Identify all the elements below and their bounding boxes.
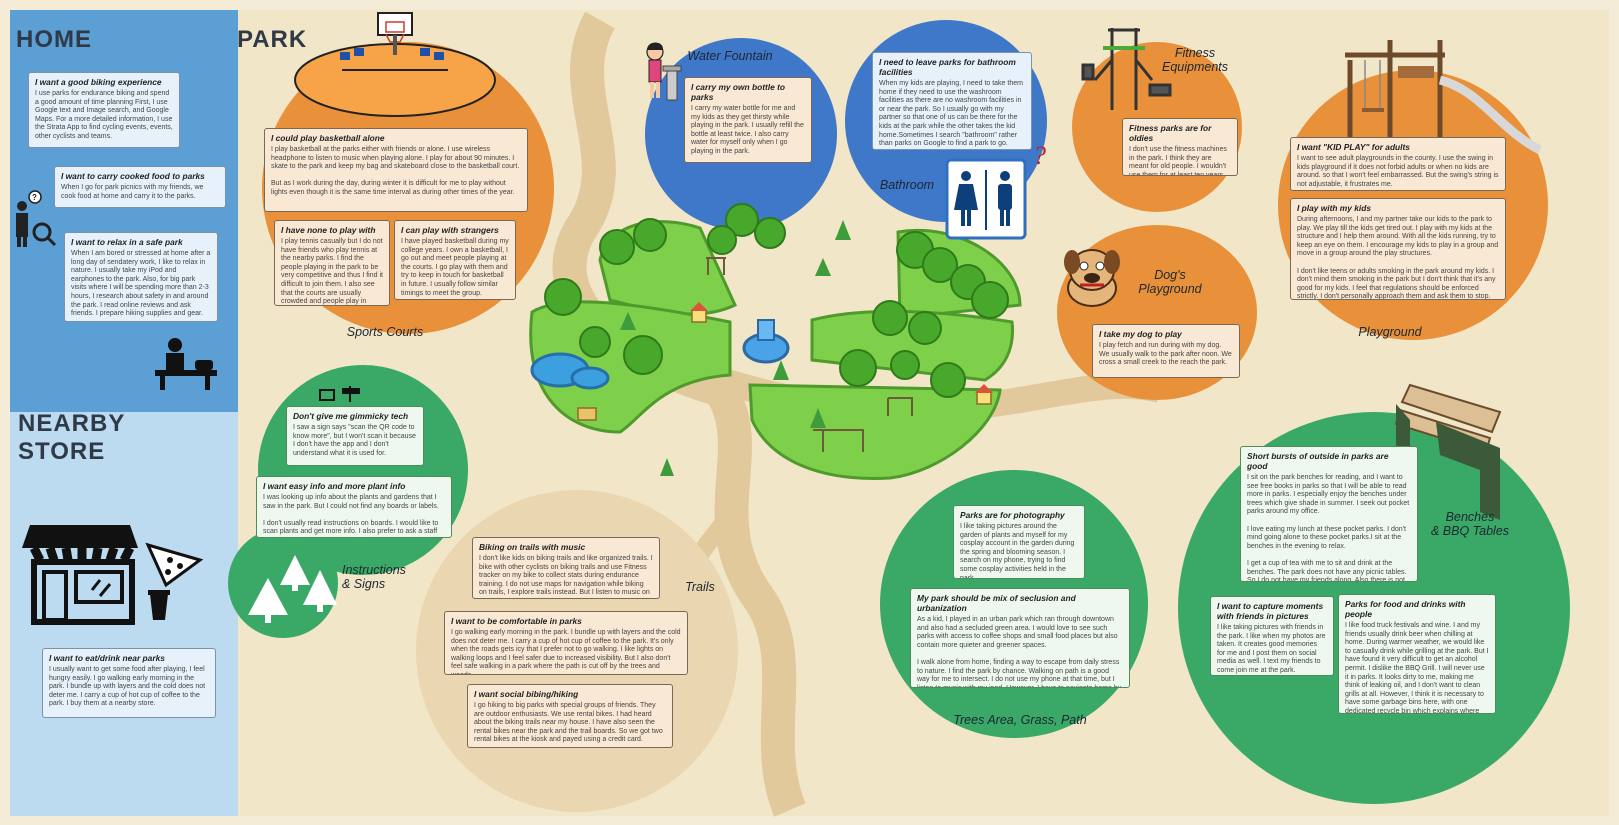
trees-label: Trees Area, Grass, Path xyxy=(953,713,1087,727)
store-icon xyxy=(22,525,138,625)
swing-icon xyxy=(1345,40,1543,155)
magnifier-icon: ? xyxy=(16,190,57,247)
benches-card-capture-moments: I want to capture moments with friends i… xyxy=(1210,596,1334,676)
bathroom-label: Bathroom xyxy=(879,178,935,192)
park-title: PARK xyxy=(237,26,308,53)
question-icon: ? xyxy=(1033,141,1046,170)
bench-icon xyxy=(1394,383,1502,520)
home-title: HOME xyxy=(16,26,92,53)
fitness-machine-icon xyxy=(1081,28,1172,110)
chef-icon xyxy=(155,338,217,390)
benches-label: Benches & BBQ Tables xyxy=(1430,510,1510,538)
basketball-hoop-icon xyxy=(294,12,496,117)
instructions-label: Instructions & Signs xyxy=(342,563,406,591)
playground-label: Playground xyxy=(1358,325,1422,339)
svg-text:?: ? xyxy=(32,193,37,202)
trees-card-seclusion: My park should be mix of seclusion and u… xyxy=(910,588,1130,688)
dog-icon xyxy=(1064,249,1120,307)
fitness-label: Fitness Equipments xyxy=(1161,46,1228,74)
nearby-store-title: NEARBY STORE xyxy=(18,410,126,465)
bathroom-card-facilities: I need to leave parks for bathroom facil… xyxy=(872,52,1032,150)
dog-playground-label: Dog's Playground xyxy=(1138,268,1202,296)
water-fountain-label: Water Fountain xyxy=(687,49,773,63)
nearby-store-panel xyxy=(10,412,238,816)
restroom-icon xyxy=(945,158,1027,240)
benches-card-short-bursts: Short bursts of outside in parks are goo… xyxy=(1240,446,1418,582)
signpost-icon xyxy=(319,386,360,402)
sports-courts-label: Sports Courts xyxy=(346,325,424,339)
coffee-icon xyxy=(148,590,170,620)
tree-icon xyxy=(248,555,337,623)
pizza-icon xyxy=(145,542,204,588)
trails-label: Trails xyxy=(685,580,715,594)
girl-drinking-icon xyxy=(646,42,682,101)
